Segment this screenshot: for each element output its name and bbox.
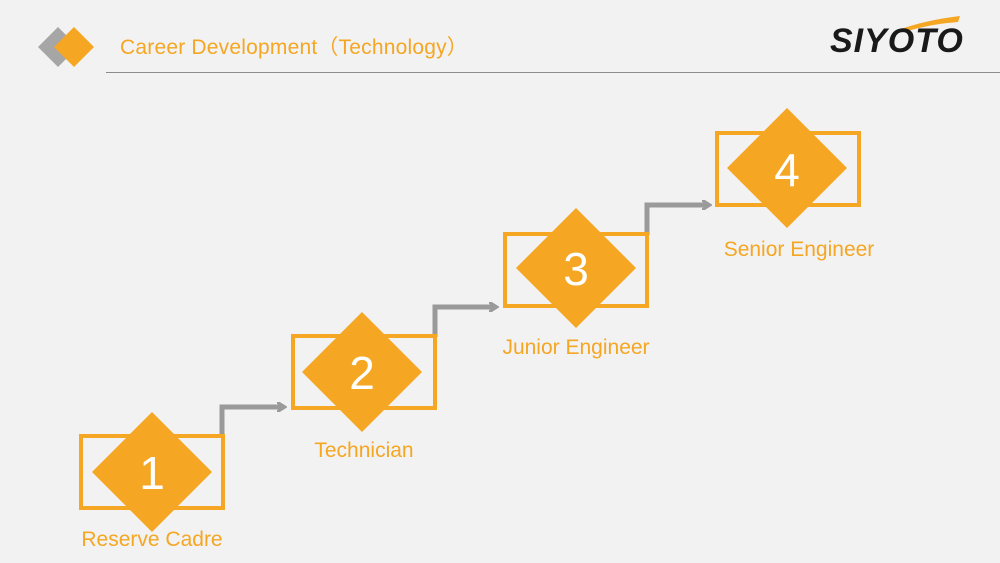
step-diamond bbox=[302, 312, 422, 432]
company-logo: SIYOTO bbox=[826, 16, 966, 64]
step-diamond bbox=[516, 208, 636, 328]
step-label-junior-engineer: Junior Engineer bbox=[502, 336, 650, 359]
step-number: 3 bbox=[563, 243, 589, 295]
step-diamond bbox=[92, 412, 212, 532]
connector-arrow-3-4 bbox=[644, 205, 708, 235]
logo-text: SIYOTO bbox=[830, 22, 964, 60]
connector-arrow-2-3 bbox=[432, 307, 495, 337]
step-4: 4 bbox=[715, 108, 861, 228]
step-number: 2 bbox=[349, 347, 375, 399]
header-divider bbox=[106, 72, 1000, 73]
page-title: Career Development（Technology） bbox=[120, 36, 468, 59]
double-diamond-icon bbox=[38, 27, 94, 67]
step-diamond bbox=[727, 108, 847, 228]
step-label-reserve-cadre: Reserve Cadre bbox=[81, 528, 223, 551]
step-2: 2 bbox=[291, 312, 437, 432]
step-number: 4 bbox=[774, 144, 800, 196]
step-number: 1 bbox=[139, 447, 165, 499]
step-1: 1 bbox=[79, 412, 225, 532]
step-label-technician: Technician bbox=[314, 439, 414, 462]
step-label-senior-engineer: Senior Engineer bbox=[723, 238, 875, 261]
step-3: 3 bbox=[503, 208, 649, 328]
logo-swoosh-icon bbox=[898, 16, 960, 32]
connector-arrow-1-2 bbox=[219, 407, 283, 437]
